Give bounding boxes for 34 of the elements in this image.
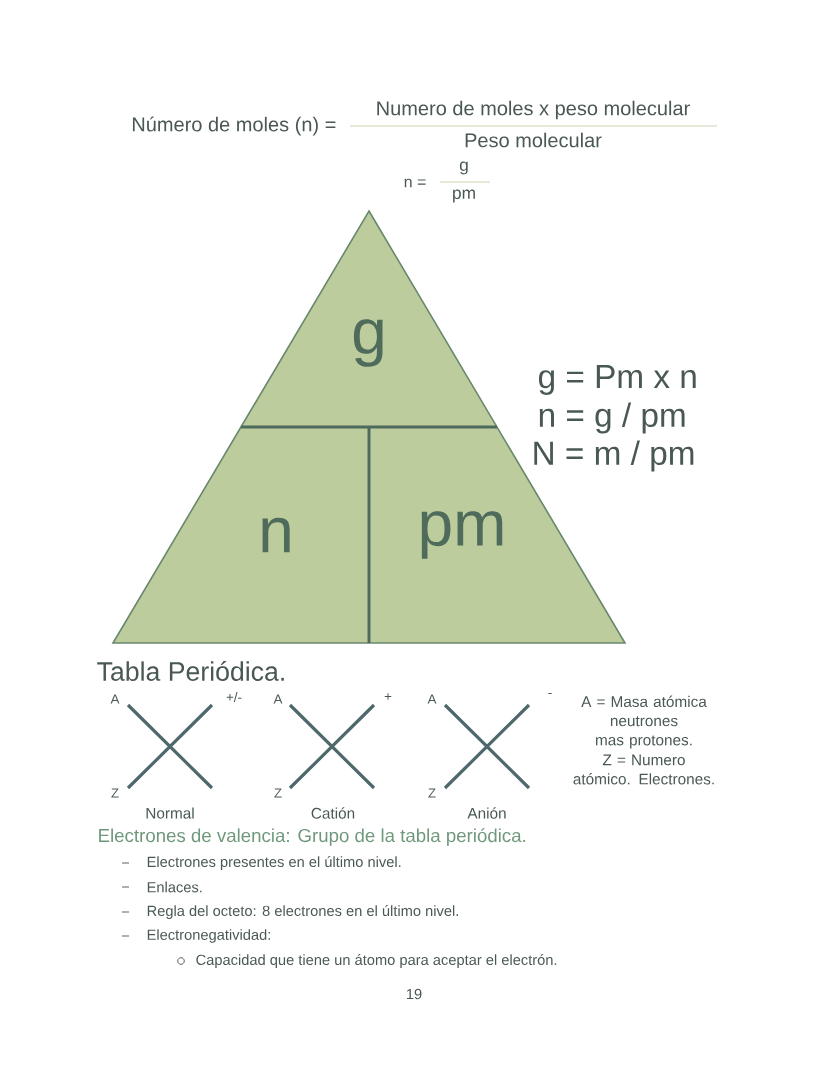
formula-text: n = g / pm [539, 402, 685, 434]
list-item: Electrones presentes en el último nivel. [147, 856, 401, 870]
charge-label: +/- [226, 692, 242, 702]
symbol-label: Z [428, 788, 436, 798]
formula-text: Número de moles (n) = [132, 116, 336, 136]
section-heading: Electrones de valencia: Grupo de la tabla periódica. [99, 828, 526, 846]
numerator-text: Numero de moles x peso molecular [377, 100, 690, 120]
numerator-text: g [459, 161, 468, 175]
triangle-section-label: g [353, 319, 383, 367]
denominator-text: pm [453, 189, 475, 203]
symbol-label: A [110, 694, 120, 704]
symbol-label: Z [274, 788, 282, 798]
symbol-label: A [427, 694, 437, 704]
list-item: Regla del octeto: 8 electrones en el último nivel. [147, 905, 458, 919]
charge-label: + [384, 693, 392, 700]
formula-text: n = [404, 178, 426, 188]
definition-text: A = Masa atómica neutrones mas protones. [581, 695, 707, 749]
charge-label: - [548, 693, 552, 694]
formula-text: N = m / pm [534, 440, 694, 472]
triangle-section-label: n [262, 517, 290, 553]
caption-text: Normal [146, 807, 194, 819]
caption-text: Anión [467, 807, 506, 819]
section-heading: Tabla Periódica. [97, 661, 284, 681]
list-item: Electronegatividad: [147, 929, 270, 943]
symbol-label: Z [111, 788, 119, 798]
page-number: 19 [406, 988, 422, 1000]
symbol-label: A [273, 694, 283, 704]
denominator-text: Peso molecular [465, 132, 602, 148]
triangle-section-label: pm [421, 511, 503, 559]
caption-text: Catión [311, 807, 355, 819]
formula-text: g = Pm x n [539, 365, 696, 395]
list-item: Enlaces. [147, 881, 202, 893]
list-item: Capacidad que tiene un átomo para aceptar el electrón. [196, 954, 557, 968]
definition-text: Z = Numero atómico. Electrones. [573, 754, 714, 785]
